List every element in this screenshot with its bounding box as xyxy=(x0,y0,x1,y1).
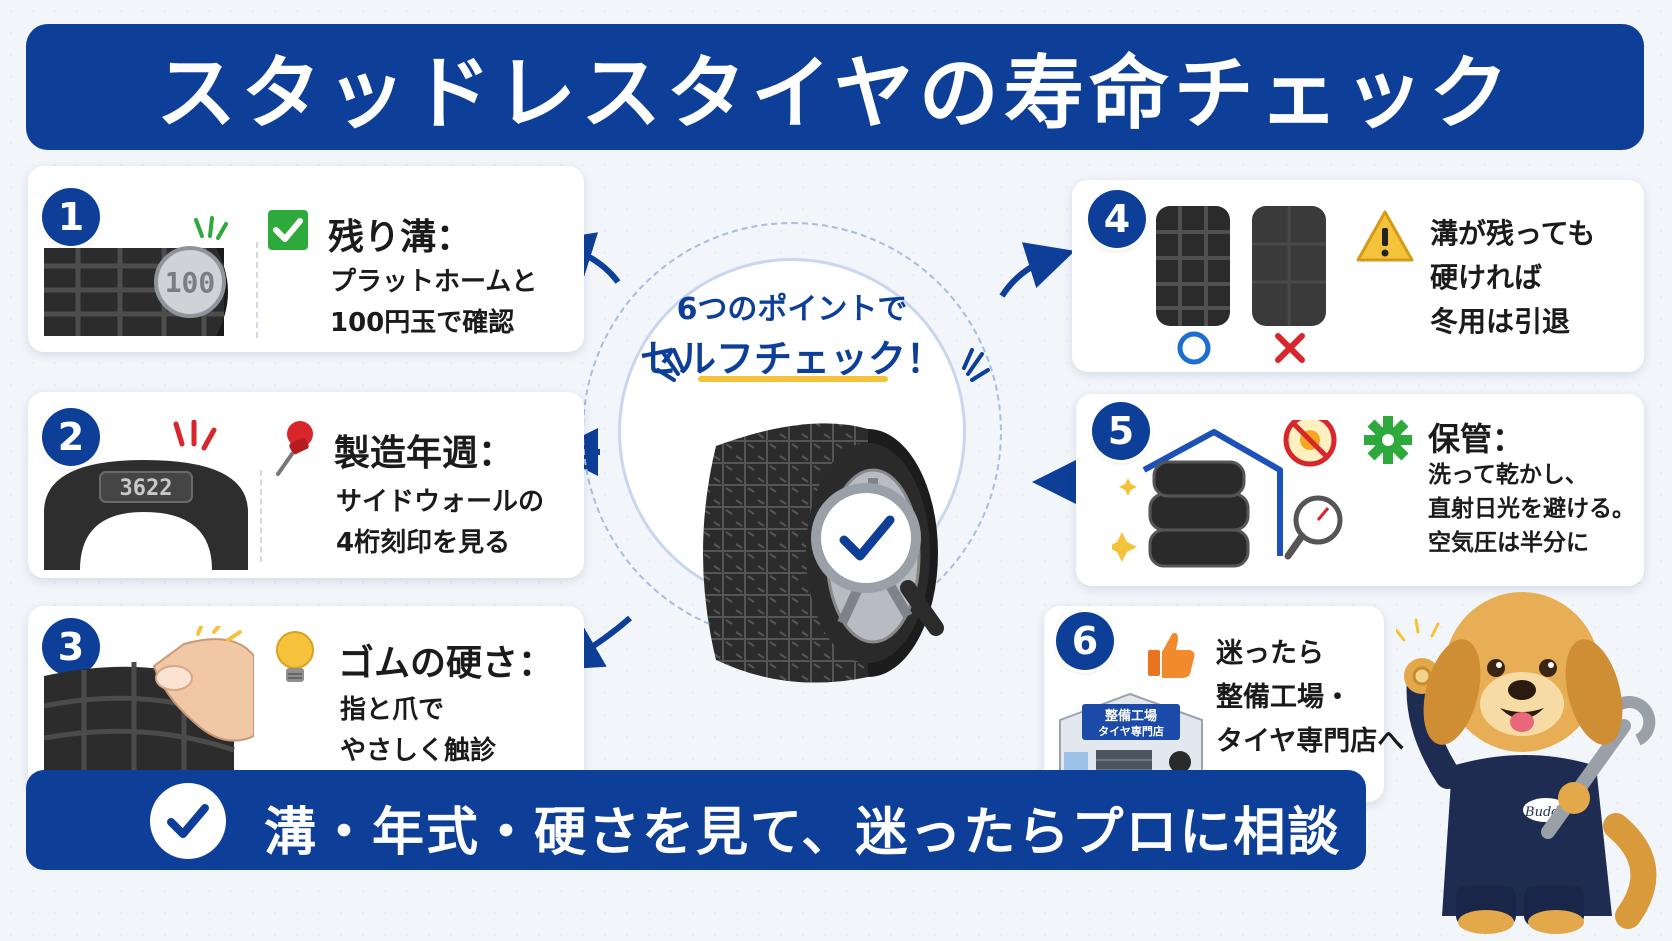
step-number-2: 2 xyxy=(42,408,100,466)
step-number-1: 1 xyxy=(42,188,100,246)
card-2-heading: 製造年週： xyxy=(334,433,515,474)
thumbs-up-icon xyxy=(1148,632,1195,678)
card-4-body: 溝が残っても 硬ければ 冬用は引退 xyxy=(1430,217,1596,338)
center-caption-line2: セルフチェック！ xyxy=(639,337,944,381)
footer-banner xyxy=(26,770,1366,870)
stacked-tires-storage-illustration xyxy=(1112,420,1343,568)
page-title: スタッドレスタイヤの寿命チェック xyxy=(156,47,1514,140)
step-number-6: 6 xyxy=(1056,612,1114,670)
stamp-code: 3622 xyxy=(120,476,173,501)
finger-press-illustration xyxy=(44,626,254,786)
coin-label: 100 xyxy=(165,266,216,299)
good-bad-tire-comparison xyxy=(1156,206,1326,365)
card-5-heading: 保管： xyxy=(1428,420,1525,458)
card-1-body: プラットホームと 100円玉で確認 xyxy=(330,267,538,338)
card-2-divider xyxy=(260,470,262,562)
title-banner: スタッドレスタイヤの寿命チェック xyxy=(26,24,1644,150)
tire-magnifier-illustration xyxy=(703,423,944,683)
warning-icon xyxy=(1356,210,1414,262)
green-check-icon xyxy=(268,210,308,250)
footer-check-badge xyxy=(150,783,226,859)
step-number-4: 4 xyxy=(1088,190,1146,248)
center-caption-underline xyxy=(698,376,888,382)
center-caption-line1: 6つのポイントで xyxy=(676,292,908,327)
tread-coin-illustration: 100 xyxy=(44,216,228,336)
gear-icon xyxy=(1364,416,1412,464)
shop-sign-line2: タイヤ専門店 xyxy=(1098,724,1164,738)
footer-message: 溝・年式・硬さを見て、迷ったらプロに相談 xyxy=(264,803,1342,863)
card-6-body: 迷ったら 整備工場・ タイヤ専門店へ xyxy=(1216,638,1405,757)
step-number-5: 5 xyxy=(1092,402,1150,460)
card-3-body: 指と爪で やさしく触診 xyxy=(340,695,497,766)
lightbulb-icon xyxy=(276,631,314,682)
emphasis-lines-left-icon xyxy=(656,348,684,382)
shop-sign-line1: 整備工場 xyxy=(1104,708,1157,724)
card-1-divider xyxy=(256,242,258,338)
mechanic-dog-mascot: Buddy xyxy=(1396,592,1657,934)
sidewall-stamp-illustration: 3622 xyxy=(44,420,248,570)
card-1-heading: 残り溝： xyxy=(328,217,473,258)
card-2-body: サイドウォールの 4桁刻印を見る xyxy=(336,487,545,558)
push-pin-icon xyxy=(276,421,313,476)
arrow-to-card-4 xyxy=(999,242,1075,298)
emphasis-lines-right-icon xyxy=(962,348,990,382)
step-number-3: 3 xyxy=(42,618,100,676)
card-5-body: 洗って乾かし、 直射日光を避ける。 空気圧は半分に xyxy=(1428,462,1635,556)
footer-check-icon xyxy=(167,804,209,838)
card-3-heading: ゴムの硬さ： xyxy=(338,643,555,684)
